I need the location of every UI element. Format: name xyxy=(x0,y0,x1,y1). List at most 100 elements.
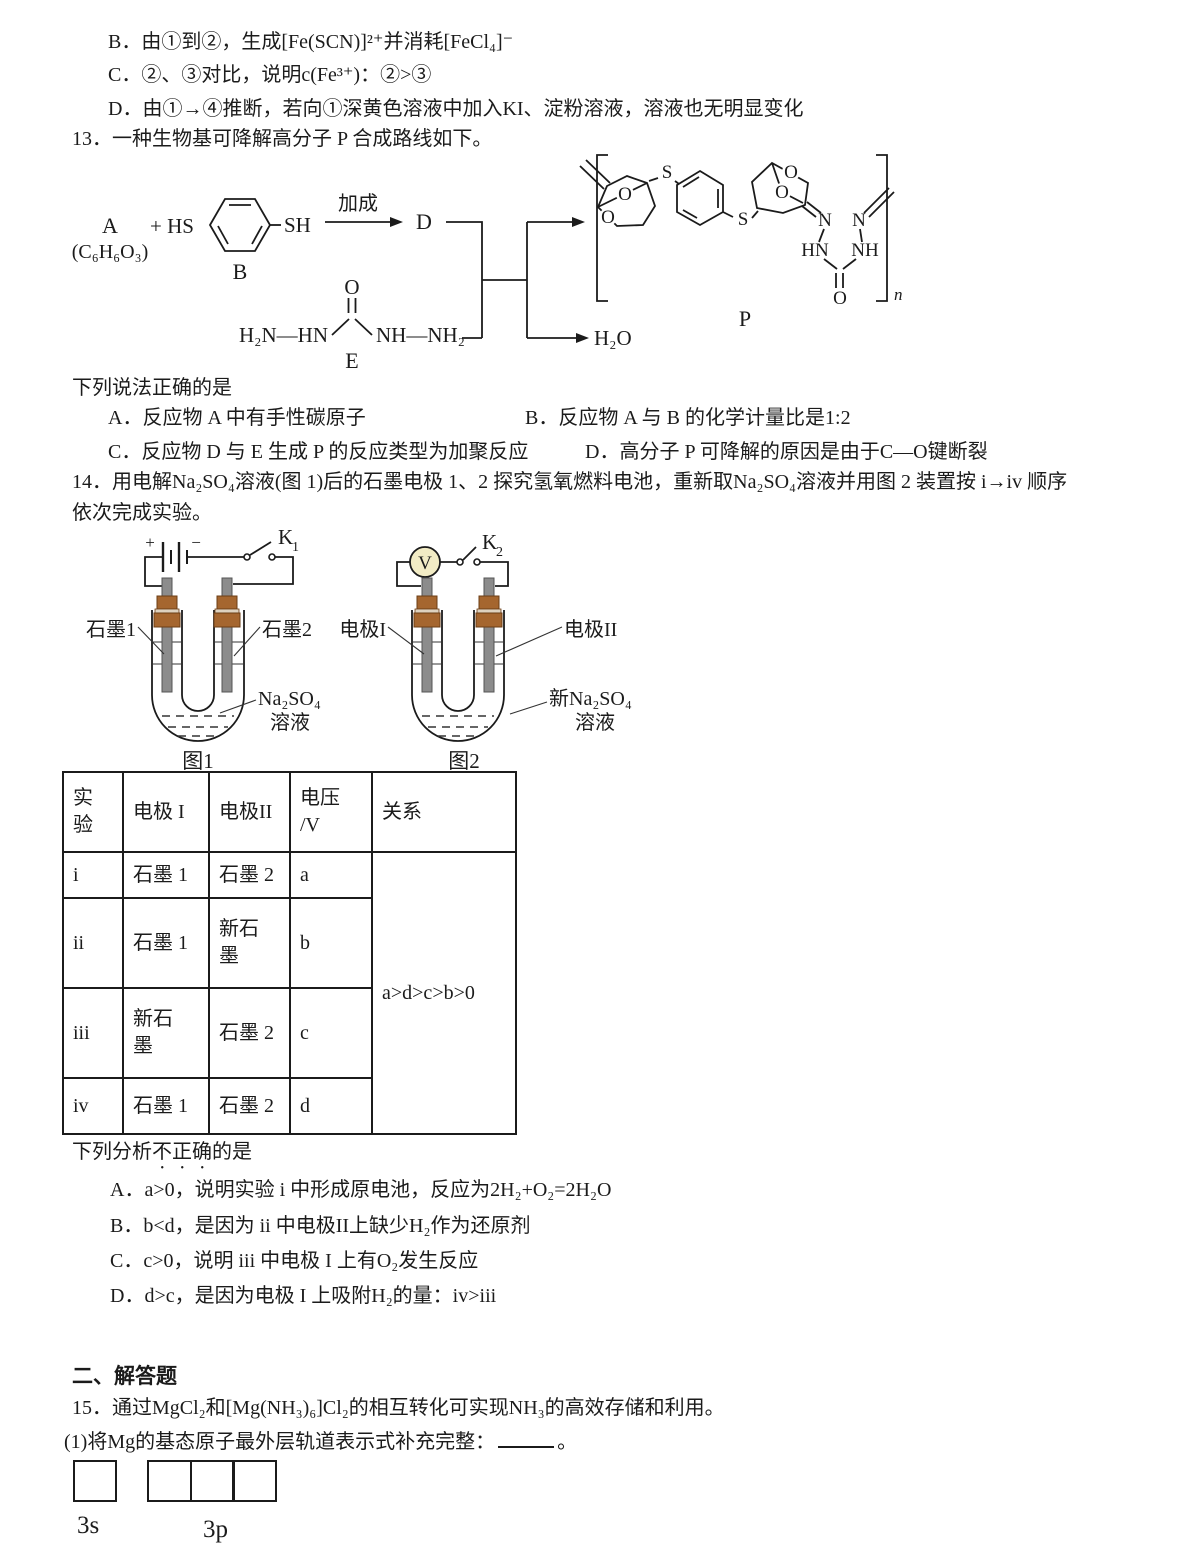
cell-iii-electrode2: 石墨 2 xyxy=(208,987,291,1079)
p-o1-atom: O xyxy=(618,184,632,205)
orbital-box-3p-1[interactable] xyxy=(147,1460,192,1502)
fig1-left-electrode-label: 石墨1 xyxy=(86,619,136,641)
electrode-I xyxy=(421,577,433,693)
intermediate-d-label: D xyxy=(416,209,432,234)
p-n2-atom: N xyxy=(852,210,866,231)
reactant-b-label: B xyxy=(233,259,248,284)
q14-prompt-emphasis: 不正确 xyxy=(152,1141,212,1163)
cell-exp-iii: iii xyxy=(62,987,124,1079)
q14-prompt-prefix: 下列分析 xyxy=(72,1141,152,1163)
cell-relation: a>d>c>b>0 xyxy=(371,851,517,1135)
leader-solution2 xyxy=(509,701,548,715)
leader-graphite2 xyxy=(233,626,261,657)
orbital-box-3p-3[interactable] xyxy=(232,1460,277,1502)
cell-ii-electrode1: 石墨 1 xyxy=(122,897,210,989)
battery-minus-sign: − xyxy=(191,533,201,552)
battery-plus-sign: + xyxy=(145,533,155,552)
q14-option-c: C．c>0，说明 iii 中电极 I 上有O₂发生反应 xyxy=(110,1250,479,1272)
e-carbonyl-bonds xyxy=(331,298,373,336)
q14-prompt: 下列分析不正确的是 xyxy=(72,1140,252,1174)
cell-iv-voltage: d xyxy=(289,1077,373,1135)
byproduct-h2o: H₂O xyxy=(594,326,632,350)
orbital-label-3p: 3p xyxy=(203,1516,228,1543)
leader-solution1 xyxy=(219,699,257,714)
q13-option-d: D．高分子 P 可降解的原因是由于C—O键断裂 xyxy=(585,441,988,463)
cell-i-voltage: a xyxy=(289,851,373,899)
p-hn-group: HN xyxy=(801,240,829,261)
col-header-electrode2: 电极II xyxy=(208,771,291,853)
p-repeat-n: n xyxy=(894,285,903,304)
q14-experiment-table: 实 验 电极 I 电极II 电压 /V 关系 i 石墨 1 石墨 2 a a>d… xyxy=(62,771,517,1135)
reactant-a-formula: (C₆H₆O₃) xyxy=(72,241,148,263)
figure1-circuit xyxy=(144,541,294,587)
q15-stem: 15．通过MgCl₂和[Mg(NH₃)₆]Cl₂的相互转化可实现NH₃的高效存储… xyxy=(72,1397,725,1419)
fig2-left-electrode-label: 电极I xyxy=(339,618,386,641)
figure1-stoppers xyxy=(153,595,241,628)
q14-option-d: D．d>c，是因为电极 I 上吸附H₂的量：iv>iii xyxy=(110,1285,497,1307)
cell-iii-electrode1: 新石 墨 xyxy=(122,987,210,1079)
q14-option-a: A．a>0，说明实验 i 中形成原电池，反应为2H₂+O₂=2H₂O xyxy=(110,1179,612,1201)
orbital-box-3s[interactable] xyxy=(73,1460,117,1502)
switch1-contact[interactable] xyxy=(243,553,251,561)
table-row: iii 新石 墨 石墨 2 c xyxy=(62,987,516,1079)
fig1-caption: 图1 xyxy=(182,749,214,773)
switch1-contact2[interactable] xyxy=(268,553,276,561)
q13-prompt: 下列说法正确的是 xyxy=(72,377,232,399)
switch2-label: K xyxy=(482,530,497,554)
p-s1-atom: S xyxy=(662,162,673,183)
q14-option-b: B．b<d，是因为 ii 中电极II上缺少H₂作为还原剂 xyxy=(110,1215,531,1237)
table-row: ii 石墨 1 新石 墨 b xyxy=(62,897,516,989)
p-n1-atom: N xyxy=(818,210,832,231)
fig2-solution-line1: 新Na₂SO₄ xyxy=(549,687,632,710)
switch2-sub: 2 xyxy=(496,545,503,560)
e-left-formula: H₂N—HN xyxy=(239,323,328,347)
cell-i-electrode1: 石墨 1 xyxy=(122,851,210,899)
p-nh-group: NH xyxy=(851,240,879,261)
p-o4-atom: O xyxy=(775,182,789,203)
q13-option-b: B．反应物 A 与 B 的化学计量比是1:2 xyxy=(525,407,851,429)
cell-exp-i: i xyxy=(62,851,124,899)
reactant-e-label: E xyxy=(345,348,358,373)
cell-exp-ii: ii xyxy=(62,897,124,989)
p-s2-atom: S xyxy=(738,209,749,230)
graphite-electrode-1 xyxy=(161,577,173,693)
reactant-a-label: A xyxy=(102,213,118,238)
fig2-solution-line2: 溶液 xyxy=(575,711,615,734)
voltmeter-icon xyxy=(409,546,441,578)
voltmeter-label: V xyxy=(418,553,432,574)
switch1-label: K xyxy=(278,525,293,549)
cell-iv-electrode2: 石墨 2 xyxy=(208,1077,291,1135)
fig1-right-electrode-label: 石墨2 xyxy=(262,619,312,641)
p-o3-atom: O xyxy=(784,162,798,183)
arrow-to-h2o xyxy=(576,333,589,343)
table-row: i 石墨 1 石墨 2 a a>d>c>b>0 xyxy=(62,851,517,1135)
table-header-row: 实 验 电极 I 电极II 电压 /V 关系 xyxy=(62,771,517,853)
q14-prompt-suffix: 的是 xyxy=(212,1141,252,1163)
switch2-contact2[interactable] xyxy=(473,558,481,566)
q13-synthesis-scheme: A (C₆H₆O₃) + HS SH B 加成 D H₂N—HN NH—NH₂ … xyxy=(72,154,903,373)
q15-part1: (1)将Mg的基态原子最外层轨道表示式补充完整：。 xyxy=(64,1430,577,1455)
orbital-boxes-3p[interactable] xyxy=(147,1460,277,1502)
answer-blank[interactable] xyxy=(498,1430,555,1448)
q13-option-a: A．反应物 A 中有手性碳原子 xyxy=(108,407,366,429)
q12-option-b: B．由①到②，生成[Fe(SCN)]²⁺并消耗[FeCl₄]⁻ xyxy=(108,31,514,53)
sh-label: SH xyxy=(284,213,311,237)
figure2-stoppers xyxy=(413,595,503,628)
section2-title: 二、解答题 xyxy=(72,1364,177,1388)
orbital-box-3p-2[interactable] xyxy=(189,1460,235,1502)
p-o2-atom: O xyxy=(601,207,615,228)
reaction-junction xyxy=(446,221,576,339)
leader-graphite1 xyxy=(137,626,165,655)
q13-stem: 13．一种生物基可降解高分子 P 合成路线如下。 xyxy=(72,128,493,150)
leader-electrode-II xyxy=(495,626,563,657)
fig1-solution-line1: Na₂SO₄ xyxy=(258,688,321,710)
p-carbonyl-o: O xyxy=(833,288,847,309)
e-right-formula: NH—NH₂ xyxy=(376,323,465,347)
fig2-right-electrode-label: 电极II xyxy=(564,618,617,641)
q14-stem-line2: 依次完成实验。 xyxy=(72,502,212,524)
switch2-contact[interactable] xyxy=(456,558,464,566)
fig1-solution-line2: 溶液 xyxy=(270,711,310,734)
col-header-relation: 关系 xyxy=(371,771,517,853)
e-carbonyl-o: O xyxy=(344,275,359,299)
